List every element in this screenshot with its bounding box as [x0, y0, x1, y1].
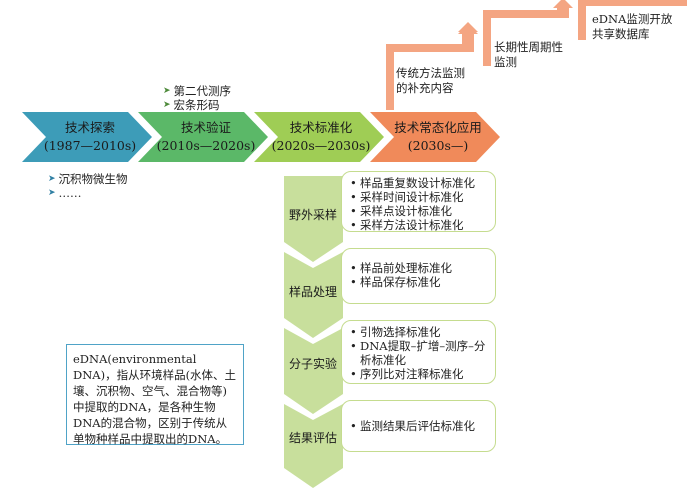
- workflow-step-4-name: 结果评估: [288, 431, 337, 445]
- workflow-step-3-details: •引物选择标准化 •DNA提取–扩增–测序–分析标准化 •序列比对注释标准化: [341, 320, 496, 384]
- workflow-step-3-name: 分子实验: [288, 357, 337, 371]
- workflow-chevron-2: [284, 252, 343, 338]
- timeline-stage-1-arrow: [22, 112, 152, 162]
- stair-step-1: [386, 22, 478, 110]
- workflow-chevron-1: [284, 176, 343, 262]
- workflow-chevron-3: [284, 328, 343, 414]
- stair-label-2: 长期性周期性 监测: [494, 40, 563, 69]
- workflow-step-1-details: •样品重复数设计标准化 •采样时间设计标准化 •采样点设计标准化 •采样方法设计…: [341, 171, 496, 232]
- timeline-stage-2-arrow: [138, 112, 268, 162]
- workflow-step-4-details: •监测结果后评估标准化: [341, 400, 496, 452]
- stair-label-1: 传统方法监测 的补充内容: [396, 66, 465, 95]
- edna-definition-box: eDNA(environmental DNA)，指从环境样品(水体、土壤、沉积物…: [66, 344, 244, 446]
- timeline-stage-2: 技术验证 (2010s—2020s): [156, 120, 256, 153]
- arrow-bullet-icon: ➤: [48, 188, 56, 198]
- workflow-step-2-details: •样品前处理标准化 •样品保存标准化: [341, 248, 496, 304]
- workflow-step-2-name: 样品处理: [288, 285, 337, 299]
- timeline-stage-4-arrow: [370, 112, 500, 162]
- timeline-stage-4: 技术常态化应用 (2030s—): [394, 120, 482, 153]
- workflow-step-1-name: 野外采样: [288, 208, 337, 222]
- workflow-chevron-4: [284, 404, 343, 488]
- timeline-stage-3-arrow: [254, 112, 384, 162]
- arrow-bullet-icon: ➤: [163, 86, 171, 96]
- stair-step-2: [483, 0, 573, 66]
- arrow-bullet-icon: ➤: [48, 174, 56, 184]
- stage2-notes: ➤第二代测序 ➤宏条形码: [163, 84, 232, 112]
- stair-step-3: [578, 0, 687, 40]
- stair-label-3: eDNA监测开放 共享数据库: [592, 12, 673, 41]
- timeline-stage-3: 技术标准化 (2020s—2030s): [271, 120, 371, 153]
- arrow-bullet-icon: ➤: [163, 100, 171, 110]
- stage1-notes: ➤沉积物微生物 ➤……: [48, 172, 128, 200]
- edna-definition-text: eDNA(environmental DNA)，指从环境样品(水体、土壤、沉积物…: [73, 352, 237, 446]
- timeline-stage-1: 技术探索 (1987—2010s): [43, 120, 137, 153]
